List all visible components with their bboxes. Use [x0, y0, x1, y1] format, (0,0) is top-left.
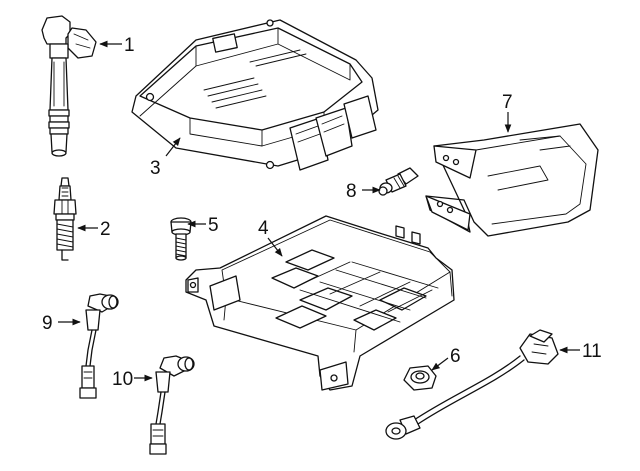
leader-4 [267, 237, 283, 257]
cover-bracket-icon [425, 123, 599, 237]
control-module-icon [131, 19, 379, 171]
callout-1: 1 [124, 35, 135, 56]
callout-5: 5 [208, 215, 219, 236]
nut-icon [403, 365, 437, 391]
mounting-bracket-icon [185, 215, 455, 391]
callout-6: 6 [450, 346, 461, 367]
ignition-coil-icon [41, 15, 97, 157]
callout-2: 2 [100, 219, 111, 240]
callout-11: 11 [582, 341, 602, 362]
callout-8: 8 [346, 181, 357, 202]
leader-6 [431, 357, 449, 371]
sensor-plug-icon [378, 167, 419, 196]
sensor-icon-10 [149, 355, 195, 455]
sensor-icon-9 [79, 293, 119, 399]
knock-sensor-icon [385, 329, 559, 440]
spark-plug-icon [53, 177, 77, 261]
callout-leaders [58, 40, 580, 382]
callout-9: 9 [42, 313, 53, 334]
callout-10: 10 [112, 369, 133, 390]
callout-3: 3 [150, 158, 161, 179]
leader-3 [165, 137, 181, 157]
callout-numbers: 1 2 3 4 5 6 7 8 9 10 11 [42, 35, 602, 390]
callout-4: 4 [258, 218, 269, 239]
callout-7: 7 [502, 92, 513, 113]
